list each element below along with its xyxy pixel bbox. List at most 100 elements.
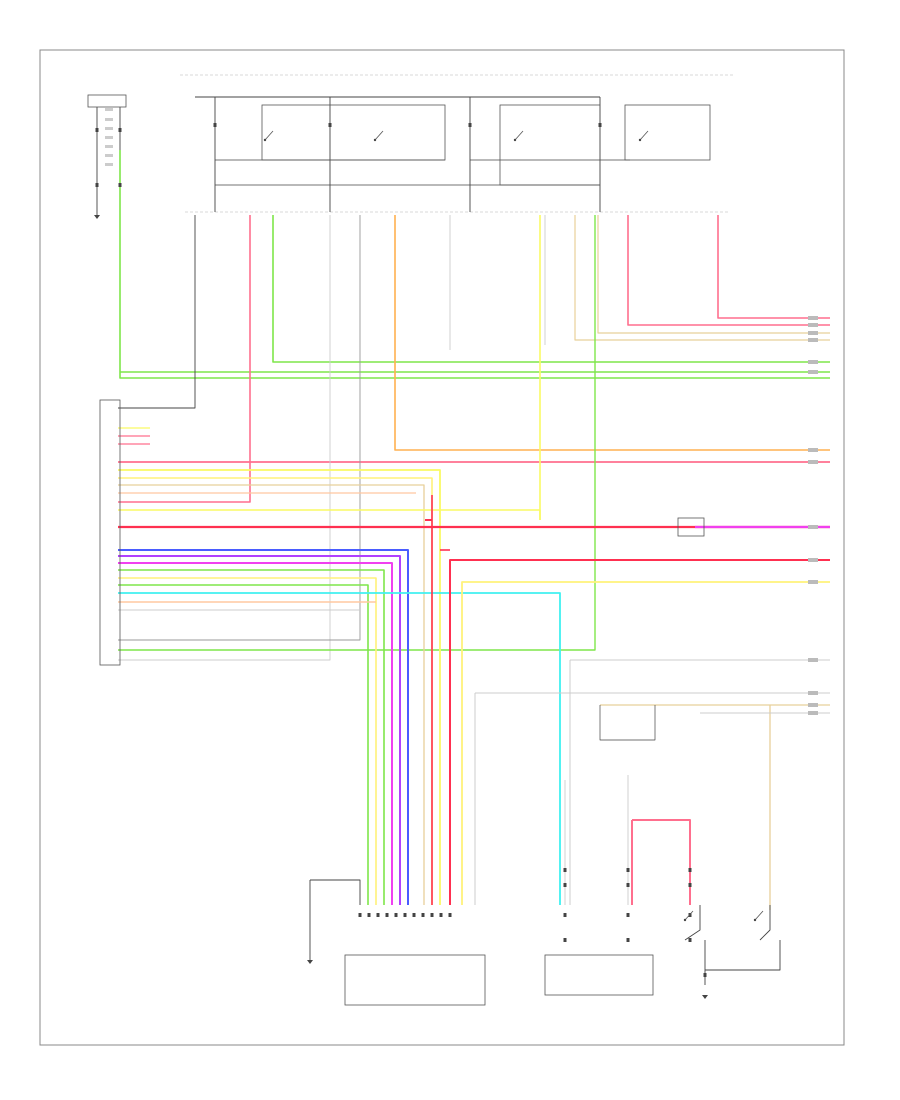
- switch-module-middle: [499, 104, 601, 186]
- connector-pin: [118, 128, 122, 132]
- switch-contact: [374, 130, 384, 141]
- switch-module-left: [261, 104, 446, 161]
- connector-pin: [626, 883, 630, 887]
- connector-pin: [328, 123, 332, 127]
- switch-pivot: [513, 138, 517, 142]
- right-edge-terminal: [808, 370, 818, 374]
- wire-green: [272, 215, 830, 363]
- ground-symbol: [94, 215, 100, 219]
- wire-violet: [118, 555, 401, 905]
- left-module-pin: [105, 154, 113, 157]
- component-layer: [87, 94, 818, 1006]
- right-edge-terminal: [808, 323, 818, 327]
- left-module-pin: [105, 163, 113, 166]
- wire-yellow: [118, 469, 441, 905]
- wire-lightgray: [118, 215, 331, 661]
- switch-contact: [639, 130, 649, 141]
- connector-pin: [468, 123, 472, 127]
- right-edge-terminal: [808, 525, 818, 529]
- wire-black: [118, 215, 196, 409]
- right-edge-terminal: [808, 338, 818, 342]
- connector-pin: [430, 913, 434, 917]
- connector-pin: [688, 868, 692, 872]
- sensor-top-left: [87, 94, 127, 108]
- connector-pin: [118, 183, 122, 187]
- wire-black: [310, 879, 361, 905]
- connector-pin: [439, 913, 443, 917]
- connector-pin: [598, 123, 602, 127]
- wire-green: [118, 215, 596, 651]
- wire-green: [119, 150, 830, 379]
- wire-green: [118, 584, 369, 905]
- switch-pivot: [683, 918, 687, 922]
- wire-pink: [717, 215, 830, 319]
- wire-pink: [118, 215, 251, 503]
- connector-pin: [403, 913, 407, 917]
- connector-pin: [376, 913, 380, 917]
- wire-pink: [632, 819, 691, 905]
- left-module-pin: [105, 145, 113, 148]
- wire-lightyellow: [118, 577, 377, 905]
- wire-magenta: [118, 562, 393, 905]
- wire-tan: [574, 215, 830, 341]
- wire-green: [118, 569, 385, 905]
- wire-gray: [118, 215, 361, 641]
- connector-pin: [95, 128, 99, 132]
- wire-lightyellow: [461, 581, 830, 905]
- connector-pin: [563, 938, 567, 942]
- connector-pin: [626, 938, 630, 942]
- wire-black: [684, 905, 701, 941]
- right-edge-terminal: [808, 658, 818, 662]
- right-edge-terminal: [808, 580, 818, 584]
- connector-pin: [688, 883, 692, 887]
- switch-contact: [754, 910, 764, 921]
- left-module-pin: [105, 127, 113, 130]
- right-edge-terminal: [808, 460, 818, 464]
- connector-pin: [448, 913, 452, 917]
- right-edge-terminal: [808, 448, 818, 452]
- switch-module-right: [624, 104, 711, 161]
- switch-pivot: [373, 138, 377, 142]
- relay-component: [677, 517, 705, 537]
- right-edge-terminal: [808, 703, 818, 707]
- switch-pivot: [638, 138, 642, 142]
- connector-pin: [412, 913, 416, 917]
- wire-black: [759, 905, 771, 941]
- connector-pin: [688, 913, 692, 917]
- control-module-connector: [99, 399, 121, 666]
- connector-pin: [95, 183, 99, 187]
- ecu-lower-middle: [544, 954, 654, 996]
- right-edge-terminal: [808, 711, 818, 715]
- connector-pin: [385, 913, 389, 917]
- wire-lightyellow: [118, 477, 433, 905]
- ground-symbol: [307, 960, 313, 964]
- right-edge-terminal: [808, 316, 818, 320]
- switch-contact: [264, 130, 274, 141]
- right-edge-terminal: [808, 360, 818, 364]
- diagram-frame: [39, 49, 845, 1046]
- connector-pin: [421, 913, 425, 917]
- connector-pin: [688, 938, 692, 942]
- ecu-lower-left: [344, 954, 486, 1006]
- wire-black: [705, 940, 781, 971]
- switch-contact: [684, 910, 694, 921]
- connector-pin: [563, 883, 567, 887]
- left-module-pin: [105, 118, 113, 121]
- wire-yellow: [118, 509, 541, 520]
- connector-pin: [358, 913, 362, 917]
- wire-pink: [627, 215, 830, 326]
- wire-orange: [394, 215, 830, 451]
- switch-pivot: [753, 918, 757, 922]
- connector-pin: [626, 913, 630, 917]
- wire-tan: [597, 215, 830, 334]
- wire-blue: [118, 549, 409, 905]
- right-edge-terminal: [808, 558, 818, 562]
- connector-pin: [563, 868, 567, 872]
- left-module-pin: [105, 108, 113, 111]
- switch-contact: [514, 130, 524, 141]
- wire-layer: [96, 74, 830, 985]
- ground-symbol: [702, 995, 708, 999]
- connector-pin: [703, 973, 707, 977]
- connector-pin: [394, 913, 398, 917]
